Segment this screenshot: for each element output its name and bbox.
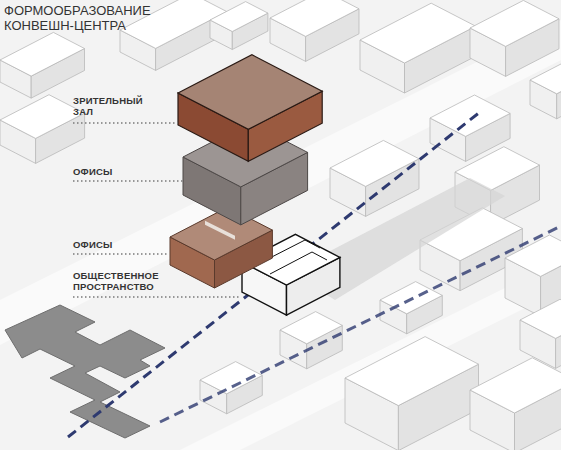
building-face	[345, 337, 479, 406]
building-face	[530, 62, 561, 94]
context-building	[360, 3, 476, 93]
context-building	[380, 282, 442, 334]
building-face	[505, 235, 561, 276]
existing-building	[5, 305, 165, 438]
context-building	[520, 299, 561, 368]
context-building	[470, 0, 559, 76]
context-building	[0, 32, 85, 98]
building-face	[270, 0, 359, 36]
building-face	[0, 95, 85, 139]
building-face	[330, 140, 419, 186]
leader-line	[73, 296, 241, 298]
building-face	[280, 312, 342, 344]
terrace-line	[270, 252, 327, 274]
building-face	[178, 55, 322, 130]
context-building	[530, 62, 561, 119]
window-strip	[205, 221, 235, 240]
context-building	[470, 358, 561, 450]
office-block-lower	[170, 207, 272, 288]
part-label: ОФИСЫ	[73, 239, 168, 250]
context-building	[330, 140, 419, 216]
part-label: ОФИСЫ	[73, 166, 173, 177]
context-building	[0, 95, 85, 164]
street	[0, 20, 561, 345]
context-building	[345, 337, 479, 450]
diagram-title: ФОРМООБРАЗОВАНИЕ КОНВЕШН-ЦЕНТРА	[4, 4, 169, 34]
building-face	[210, 2, 268, 32]
leader-line	[73, 253, 168, 255]
building-face	[0, 32, 85, 76]
part-label: ОБЩЕСТВЕННОЕ ПРОСТРАНСТВО	[73, 270, 185, 293]
building-face	[360, 3, 476, 63]
building-face	[430, 95, 510, 136]
building-face	[520, 299, 561, 338]
building-face	[470, 0, 559, 46]
context-building	[200, 362, 262, 414]
leader-line	[73, 122, 178, 124]
context-building	[280, 312, 342, 369]
leader-line	[73, 180, 183, 182]
building-face	[470, 358, 561, 413]
auditorium-block	[178, 55, 322, 162]
axis-line	[68, 112, 480, 437]
part-label: ЗРИТЕЛЬНЫЙ ЗАЛ	[73, 95, 155, 118]
context-building	[270, 0, 359, 61]
context-building	[210, 2, 268, 50]
